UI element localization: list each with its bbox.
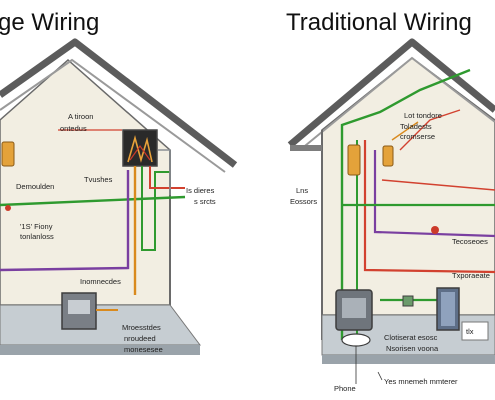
right-red-upper (381, 179, 495, 191)
left-label-roof-a: A tiroon (68, 112, 93, 121)
left-red-wire (149, 166, 185, 189)
right-label-lower-right: Txporaeate (452, 271, 490, 280)
right-switch-device (347, 144, 361, 176)
left-box-wires (127, 135, 153, 163)
right-purple-wire (373, 150, 495, 238)
left-label-bottom-c: monesesee (124, 345, 163, 354)
left-gray-wire (158, 149, 171, 195)
right-label-roof-b: Toladests (400, 122, 432, 131)
right-label-roof-a: Lot tondore (404, 111, 442, 120)
right-orange-short (391, 121, 419, 141)
left-box-wires-red (129, 144, 151, 161)
right-panel-face (441, 292, 455, 326)
right-floor-edge (322, 355, 495, 364)
right-label-center-b: Nsorisen voona (386, 344, 439, 353)
left-roof-inner (0, 58, 226, 173)
left-label-left-mid: Demoulden (16, 182, 54, 191)
left-floor-edge (0, 345, 200, 355)
right-red-roof (399, 109, 461, 151)
right-label-left-b: Eossors (290, 197, 317, 206)
left-outlet (1, 141, 15, 167)
right-meter-display (342, 298, 366, 318)
right-red-wire (363, 140, 495, 274)
right-small-box (461, 321, 489, 341)
left-title: ge Wiring (0, 9, 99, 36)
right-green-main (340, 68, 471, 340)
right-label-center-a: Clotiserat esosc (384, 333, 438, 342)
left-meter-display (68, 300, 90, 314)
left-label-conduit: Inomnecdes (80, 277, 121, 286)
left-roof (0, 38, 238, 168)
right-roof-inner (299, 56, 495, 151)
right-wire-node (431, 226, 439, 234)
left-purple-wire (0, 170, 130, 272)
left-label-roof-b: ontedus (60, 124, 87, 133)
left-wire-node (5, 205, 11, 211)
left-label-bottom-a: Mroesstdes (122, 323, 161, 332)
left-label-center-mid: Tvushes (84, 175, 113, 184)
left-label-right-a: Is dieres (186, 186, 215, 195)
left-green-loop (141, 166, 170, 251)
right-roof (287, 38, 495, 148)
left-label-lower-a: '1S' Fiony (20, 222, 53, 231)
right-green-junction (402, 295, 414, 307)
right-label-roof-c: cromserse (400, 132, 435, 141)
right-title: Traditional Wiring (286, 9, 472, 36)
right-label-left-a: Lns (296, 186, 308, 195)
right-outlet-oval (341, 333, 371, 347)
left-label-right-b: s srcts (194, 197, 216, 206)
right-bottom-pointer-b (377, 371, 383, 381)
left-label-lower-b: tonlanloss (20, 232, 54, 241)
right-label-mid-right: Tecoseoes (452, 237, 488, 246)
left-house: A tiroon ontedus Demoulden Tvushes Is di… (0, 38, 238, 355)
right-label-bottom-b: Yes mnemeh mmterer (384, 377, 458, 386)
left-label-bottom-b: nroudeed (124, 334, 156, 343)
right-label-bottom-a: Phone (334, 384, 356, 393)
right-eave (290, 145, 322, 151)
right-house: Lot tondore Toladests cromserse Lns Eoss… (287, 38, 495, 393)
right-label-box: tlx (466, 327, 474, 336)
right-outlet-device (382, 145, 394, 167)
